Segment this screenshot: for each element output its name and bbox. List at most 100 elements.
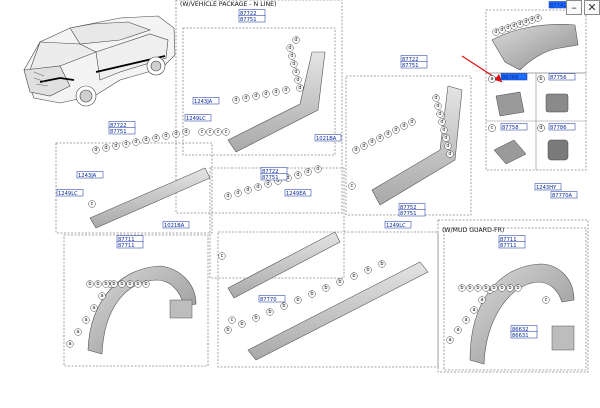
clip-callout	[112, 142, 120, 150]
svg-text:87711: 87711	[500, 243, 517, 249]
part-number-1243JA-1[interactable]: 1243JA	[192, 97, 220, 106]
part-number-87711-b[interactable]: 87711	[116, 241, 144, 250]
svg-text:87741: 87741	[550, 3, 567, 9]
clip-callout	[294, 296, 302, 304]
clip-callout	[454, 326, 462, 334]
clip-callout-letter: b	[144, 281, 147, 287]
part-number-87756[interactable]: 87756	[548, 73, 576, 82]
front-arch-part	[491, 24, 579, 71]
part-number-87758[interactable]: 87758	[500, 123, 528, 132]
clip-callout	[352, 146, 360, 154]
clip-callout-letter: d	[506, 25, 509, 31]
clip-callout-letter: d	[294, 37, 297, 43]
clip-callout-letter: b	[310, 291, 313, 297]
part-number-87722-mid-b[interactable]: 87751	[260, 173, 288, 182]
clip-callout-letter: b	[380, 261, 383, 267]
clip-callout	[350, 272, 358, 280]
part-number-1249LC-2[interactable]: 1249LC	[56, 189, 84, 198]
clip-callout	[242, 94, 250, 102]
svg-text:1243HY: 1243HY	[536, 185, 557, 191]
part-number-86631[interactable]: 86631	[510, 331, 538, 340]
part-number-1249LC-1[interactable]: 1249LC	[184, 114, 212, 123]
svg-text:1249LC: 1249LC	[186, 116, 206, 122]
part-number-87722-nl2-b[interactable]: 87751	[400, 61, 428, 70]
clip-callout	[368, 138, 376, 146]
clip-callout	[292, 68, 300, 76]
part-number-1243JA-2[interactable]: 1243JA	[76, 171, 104, 180]
part-number-87770[interactable]: 87770	[258, 295, 286, 304]
clip-callout	[282, 86, 290, 94]
clip-callout-letter: b	[96, 281, 99, 287]
clip-callout	[88, 200, 96, 208]
clip-callout-letter: d	[246, 187, 249, 193]
clip-callout	[444, 142, 452, 150]
clip-callout-letter: b	[88, 281, 91, 287]
clip-callout-letter: c	[221, 253, 224, 259]
clip-callout	[308, 290, 316, 298]
svg-text:1021BA: 1021BA	[316, 136, 337, 142]
clip-callout-letter: c	[225, 129, 228, 135]
clip-callout-letter: d	[442, 127, 445, 133]
part-number-87722-left-b[interactable]: 87751	[108, 127, 136, 136]
clip-callout	[470, 306, 478, 314]
part-number-87751-nline-b[interactable]: 87751	[238, 15, 266, 24]
close-button[interactable]: ✕	[584, 0, 600, 15]
clip-callout-letter: d	[448, 151, 451, 157]
clip-callout	[262, 90, 270, 98]
clip-callout-letter: b	[104, 281, 107, 287]
clip-callout-letter: c	[201, 129, 204, 135]
part-number-1021BA-1[interactable]: 1021BA	[314, 134, 342, 143]
part-number-87786[interactable]: 87786	[548, 123, 576, 132]
panel-left-molding	[55, 142, 213, 234]
clip-callout	[254, 183, 262, 191]
svg-text:87751: 87751	[240, 17, 257, 23]
part-number-1243HY[interactable]: 1243HY	[534, 183, 562, 192]
clip-callout-letter: b	[268, 309, 271, 315]
clip-callout-letter: b	[460, 285, 463, 291]
clip-callout-letter: d	[362, 143, 365, 149]
clip-callout	[182, 128, 190, 136]
panel-sill	[217, 231, 439, 368]
clip-callout	[400, 122, 408, 130]
clip-callout-letter: d	[394, 127, 397, 133]
part-number-labels: 8774187722877511243JA1249LC8772287751102…	[56, 1, 578, 340]
svg-text:87751: 87751	[262, 175, 279, 181]
clip-callout	[92, 146, 100, 154]
clip-callout-letter: b	[254, 315, 257, 321]
caption-n-line: (W/VEHICLE PACKAGE - N LINE)	[180, 1, 276, 8]
part-number-87770A[interactable]: 87770A	[550, 191, 578, 200]
clip-callout	[98, 292, 106, 300]
part-number-1249LC-3[interactable]: 1249LC	[384, 221, 412, 230]
clip-callout	[244, 186, 252, 194]
clip-callout	[280, 302, 288, 310]
svg-text:c: c	[491, 125, 494, 131]
clip-callout	[446, 336, 454, 344]
clip-callout-letter: c	[91, 201, 94, 207]
minimize-button[interactable]: –	[566, 0, 582, 15]
part-number-87752-b[interactable]: 87751	[398, 209, 426, 218]
clip-callout	[94, 280, 102, 288]
clip-callout-letter: a	[92, 305, 95, 311]
clip-callout-letter: d	[402, 123, 405, 129]
part-number-1021BA-2[interactable]: 1021BA	[162, 221, 190, 230]
clip-callout-letter: b	[136, 281, 139, 287]
clip-callout-letter: d	[438, 111, 441, 117]
clip-callout	[292, 36, 300, 44]
part-number-87711-r-b[interactable]: 87711	[498, 241, 526, 250]
svg-text:1249LC: 1249LC	[58, 191, 78, 197]
clip-callout-letter: b	[240, 321, 243, 327]
clip-callout	[296, 84, 304, 92]
part-number-86766[interactable]: 86766	[500, 73, 528, 82]
clip-callout	[142, 280, 150, 288]
clip-callout-letter: d	[256, 184, 259, 190]
clip-callout-letter: d	[288, 45, 291, 51]
clip-callout-letter: d	[124, 141, 127, 147]
clip-callout	[286, 44, 294, 52]
part-number-1249EA[interactable]: 1249EA	[284, 189, 312, 198]
clip-callout-letter: d	[410, 119, 413, 125]
clip-callout	[376, 134, 384, 142]
caption-mud-guard: (W/MUD GUARD-FR)	[442, 227, 504, 234]
clip-callout	[314, 165, 322, 173]
clip-callout	[264, 180, 272, 188]
